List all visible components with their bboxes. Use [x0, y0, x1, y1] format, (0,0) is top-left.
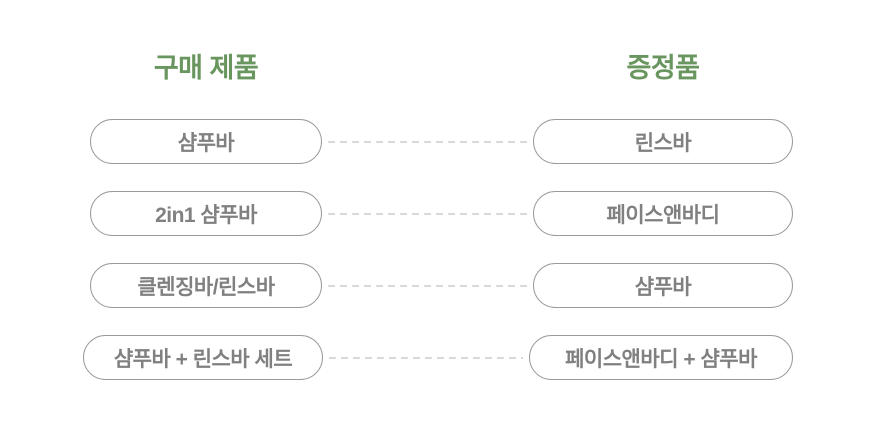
dashed-connector-line	[329, 356, 523, 359]
purchase-product-pill: 샴푸바	[90, 119, 322, 164]
purchase-product-pill: 2in1 샴푸바	[90, 191, 322, 236]
gift-product-label: 페이스앤바디 + 샴푸바	[565, 347, 757, 371]
purchase-product-pill: 클렌징바/린스바	[90, 263, 322, 308]
purchase-product-pill: 샴푸바 + 린스바 세트	[83, 335, 323, 380]
purchase-product-label: 클렌징바/린스바	[137, 275, 275, 299]
mapping-row: 샴푸바 린스바	[90, 119, 793, 164]
gift-product-pill: 페이스앤바디 + 샴푸바	[529, 335, 793, 380]
dashed-connector-line	[328, 140, 527, 143]
purchase-product-label: 샴푸바 + 린스바 세트	[113, 347, 293, 371]
gift-product-pill: 페이스앤바디	[533, 191, 793, 236]
gift-product-label: 페이스앤바디	[606, 203, 720, 227]
gift-product-pill: 샴푸바	[533, 263, 793, 308]
gift-product-pill: 린스바	[533, 119, 793, 164]
purchase-column-header: 구매 제품	[153, 53, 259, 83]
gift-product-label: 샴푸바	[634, 275, 692, 299]
purchase-product-label: 샴푸바	[177, 131, 235, 155]
gift-product-label: 린스바	[634, 131, 692, 155]
dashed-connector-line	[328, 284, 527, 287]
dashed-connector-line	[328, 212, 527, 215]
mapping-row: 클렌징바/린스바 샴푸바	[90, 263, 793, 308]
mapping-row: 2in1 샴푸바 페이스앤바디	[90, 191, 793, 236]
gift-column-header: 증정품	[626, 53, 700, 83]
mapping-row: 샴푸바 + 린스바 세트 페이스앤바디 + 샴푸바	[83, 335, 793, 380]
purchase-product-label: 2in1 샴푸바	[155, 203, 257, 227]
